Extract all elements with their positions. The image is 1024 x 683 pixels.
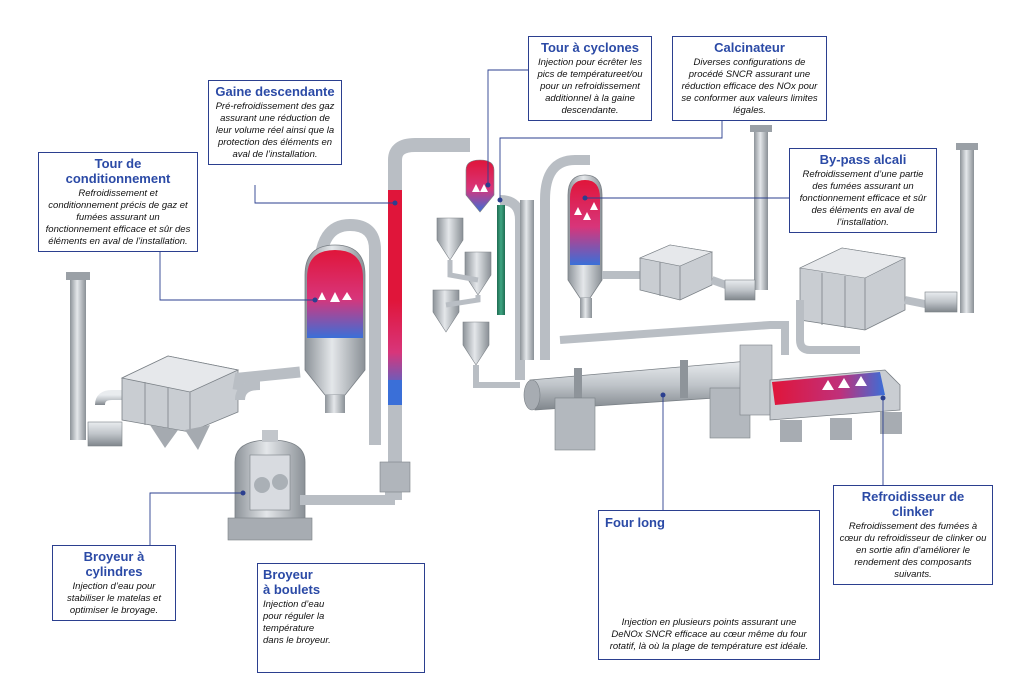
callout-title: Tour à cyclones <box>540 40 639 55</box>
left-bag-filter <box>120 355 240 450</box>
callout-text: Injection pour écrêter les pics de tempé… <box>537 57 643 116</box>
callout-tour-a-cyclones: Tour à cyclones Injection pour écrêter l… <box>528 36 652 121</box>
callout-text: Refroidissement des fumées à cœur du ref… <box>839 521 987 580</box>
callout-title: Four long <box>605 515 665 530</box>
left-fan <box>87 390 130 447</box>
leader-lines <box>149 69 884 545</box>
calciner-tower <box>520 155 590 360</box>
callout-text: Injection d’eau pour stabiliser le matel… <box>67 581 161 616</box>
callout-title: By-pass alcali <box>819 152 907 167</box>
callout-refroidisseur-de-clinker: Refroidisseur de clinker Refroidissement… <box>833 485 993 585</box>
callout-title: Gaine descendante <box>215 84 335 99</box>
clinker-cooler <box>769 369 902 442</box>
callout-gaine-descendante: Gaine descendante Pré-refroidissement de… <box>208 80 342 165</box>
callout-by-pass-alcali: By-pass alcali Refroidissement d’une par… <box>789 148 937 233</box>
middle-chimney <box>724 125 772 301</box>
callout-title-line2: à boulets <box>263 582 321 597</box>
callout-title: Calcinateur <box>714 40 785 55</box>
callout-text: Refroidissement et conditionnement préci… <box>45 188 191 247</box>
rotary-kiln <box>523 344 773 451</box>
right-chimney <box>924 143 978 313</box>
right-bag-filter <box>798 247 931 331</box>
callout-text: Refroidissement d’une partie des fumées … <box>799 169 927 228</box>
left-chimney <box>66 272 90 440</box>
callout-text: Injection en plusieurs points assurant u… <box>609 617 809 652</box>
callout-text: Diverses configurations de procédé SNCR … <box>681 57 818 116</box>
bypass-tower <box>567 174 640 318</box>
conditioning-tower <box>304 244 366 413</box>
callout-text: Injection d’eau pour réguler la températ… <box>263 599 331 646</box>
callout-title: Tour de conditionnement <box>65 156 171 186</box>
callout-title: Broyeur à cylindres <box>83 549 145 579</box>
bypass-duct <box>559 300 860 355</box>
roller-mill <box>227 380 395 541</box>
callout-broyeur-a-boulets: Broyeur à boulets Injection d’eau pour r… <box>257 563 425 673</box>
callout-broyeur-a-cylindres: Broyeur à cylindres Injection d’eau pour… <box>52 545 176 621</box>
callout-text: Pré-refroidissement des gaz assurant une… <box>215 101 335 160</box>
leader-dots <box>240 182 886 496</box>
downcomer-duct <box>379 138 470 500</box>
callout-four-long: Four long Injection en plusieurs points … <box>598 510 820 660</box>
callout-title: Refroidisseur de clinker <box>861 489 965 519</box>
callout-calcinateur: Calcinateur Diverses configurations de p… <box>672 36 827 121</box>
cyclone-tower <box>432 159 525 388</box>
callout-title-line1: Broyeur <box>263 567 313 582</box>
callout-tour-de-conditionnement: Tour de conditionnement Refroidissement … <box>38 152 198 252</box>
